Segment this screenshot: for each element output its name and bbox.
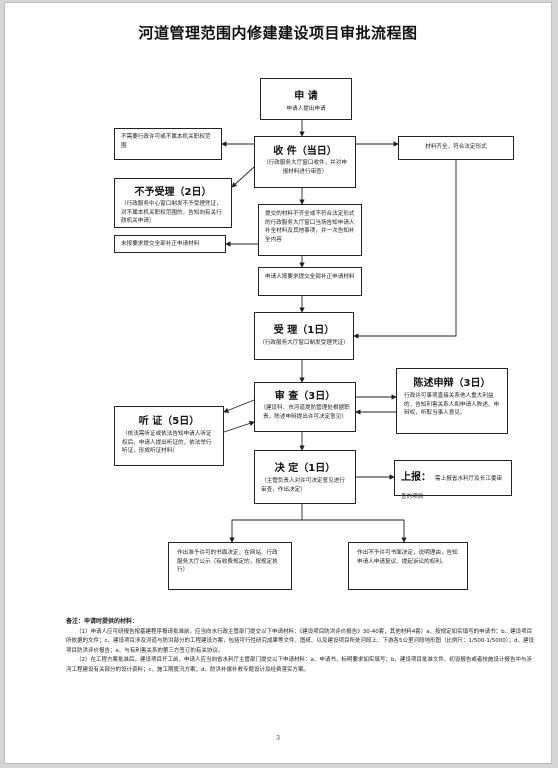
materials-complete-box: 材料齐全，符合法定形式 xyxy=(398,136,514,160)
decision-desc: （主管负责人对许可决定意见进行审查，作出决定） xyxy=(261,478,345,493)
not-submitted-text: 未按要求提交全部补正申请材料 xyxy=(121,241,200,247)
submitted-box: 申请人按要求提交全部补正申请材料 xyxy=(258,267,362,296)
no-permit-needed-box: 不需要行政许可或不属本机关职权范围 xyxy=(114,128,222,160)
submitted-text: 申请人按要求提交全部补正申请材料 xyxy=(265,274,355,280)
accept-box: 受 理（1日） （行政服务大厅窗口制发受理凭证） xyxy=(254,312,354,360)
receive-desc: （行政服务大厅窗口收件，并对申报材料进行审查） xyxy=(263,160,347,175)
page-number: 3 xyxy=(276,735,280,742)
report-title: 上报： xyxy=(401,472,431,483)
receive-title: 收 件（当日） xyxy=(273,146,337,157)
defense-box: 陈述申辩（3日） 行政许可事项直接关系他人重大利益的，告知利害关系人和申请人陈述… xyxy=(396,368,508,434)
apply-desc: 申请人提出申请 xyxy=(286,106,326,112)
grant-text: 作出准予许可的书面决定，在网站、行政服务大厅公示（有收费规定的，按规定执行） xyxy=(177,550,278,574)
apply-title: 申 请 xyxy=(294,91,318,102)
defense-title: 陈述申辩（3日） xyxy=(413,378,491,389)
accept-desc: （行政服务大厅窗口制发受理凭证） xyxy=(259,340,349,346)
not-accept-desc: （行政服务中心窗口制发不予受理凭证，对不属本机关职权范围的，告知向有关行政机关申… xyxy=(121,201,222,225)
grant-box: 作出准予许可的书面决定，在网站、行政服务大厅公示（有收费规定的，按规定执行） xyxy=(168,542,292,590)
report-box: 上报： 需上报省水利厅及长江委审查的项目 xyxy=(394,460,512,500)
review-desc: （建设科、市河道堤防管理处根据职责，陈述申辩提出许可决定意见） xyxy=(260,405,350,420)
defense-desc: 行政许可事项直接关系他人重大利益的，告知利害关系人和申请人陈述、申辩权，听取当事… xyxy=(404,393,500,417)
incomplete-materials-text: 提交的材料不齐全或不符合法定形式的行政服务大厅窗口当场告知申请人补全材料及其他事… xyxy=(265,211,355,243)
report-desc: 需上报省水利厅及长江委审查的项目 xyxy=(401,476,503,500)
incomplete-materials-box: 提交的材料不齐全或不符合法定形式的行政服务大厅窗口当场告知申请人补全材料及其他事… xyxy=(258,204,362,256)
deny-box: 作出不予许可书面决定，说明理由，告知申请人申请复议、提起诉讼的权利。 xyxy=(348,542,468,590)
no-permit-needed-text: 不需要行政许可或不属本机关职权范围 xyxy=(121,134,211,149)
not-accept-box: 不予受理（2日） （行政服务中心窗口制发不予受理凭证，对不属本机关职权范围的，告… xyxy=(114,178,232,228)
hearing-title: 听 证（5日） xyxy=(138,416,200,427)
deny-text: 作出不予许可书面决定，说明理由，告知申请人申请复议、提起诉讼的权利。 xyxy=(357,550,458,565)
hearing-desc: （依法需听证或依法告知申请人听证权后，申请人提出听证的，依法举行听证，形成听证材… xyxy=(122,431,212,455)
decision-box: 决 定（1日） （主管负责人对许可决定意见进行审查，作出决定） xyxy=(254,450,356,504)
notes-paragraph-1: （1）申请人应可研报告按基建程序报请批准前，应当向水行政主管部门提交以下申请材料… xyxy=(66,628,534,654)
notes-paragraph-2: （2）在工程方案批准后，建设项目开工前，申请人应当向省水利厅主管部门提交以下申请… xyxy=(66,657,532,673)
review-title: 审 查（3日） xyxy=(274,391,336,402)
notes-heading: 备注：申请时提供的材料： xyxy=(66,618,139,625)
apply-box: 申 请 申请人提出申请 xyxy=(260,78,352,120)
document-page: 河道管理范围内修建建设项目审批流程图 xyxy=(4,2,552,764)
not-submitted-box: 未按要求提交全部补正申请材料 xyxy=(114,235,226,253)
not-accept-title: 不予受理（2日） xyxy=(134,187,212,198)
review-box: 审 查（3日） （建设科、市河道堤防管理处根据职责，陈述申辩提出许可决定意见） xyxy=(254,382,356,432)
receive-box: 收 件（当日） （行政服务大厅窗口收件，并对申报材料进行审查） xyxy=(254,136,356,188)
decision-title: 决 定（1日） xyxy=(274,463,336,474)
accept-title: 受 理（1日） xyxy=(273,325,335,336)
materials-complete-text: 材料齐全，符合法定形式 xyxy=(425,144,487,150)
page-title: 河道管理范围内修建建设项目审批流程图 xyxy=(138,24,418,42)
hearing-box: 听 证（5日） （依法需听证或依法告知申请人听证权后，申请人提出听证的，依法举行… xyxy=(114,406,224,466)
notes-section: 备注：申请时提供的材料： （1）申请人应可研报告按基建程序报请批准前，应当向水行… xyxy=(66,617,534,676)
flow-connectors xyxy=(221,120,457,543)
